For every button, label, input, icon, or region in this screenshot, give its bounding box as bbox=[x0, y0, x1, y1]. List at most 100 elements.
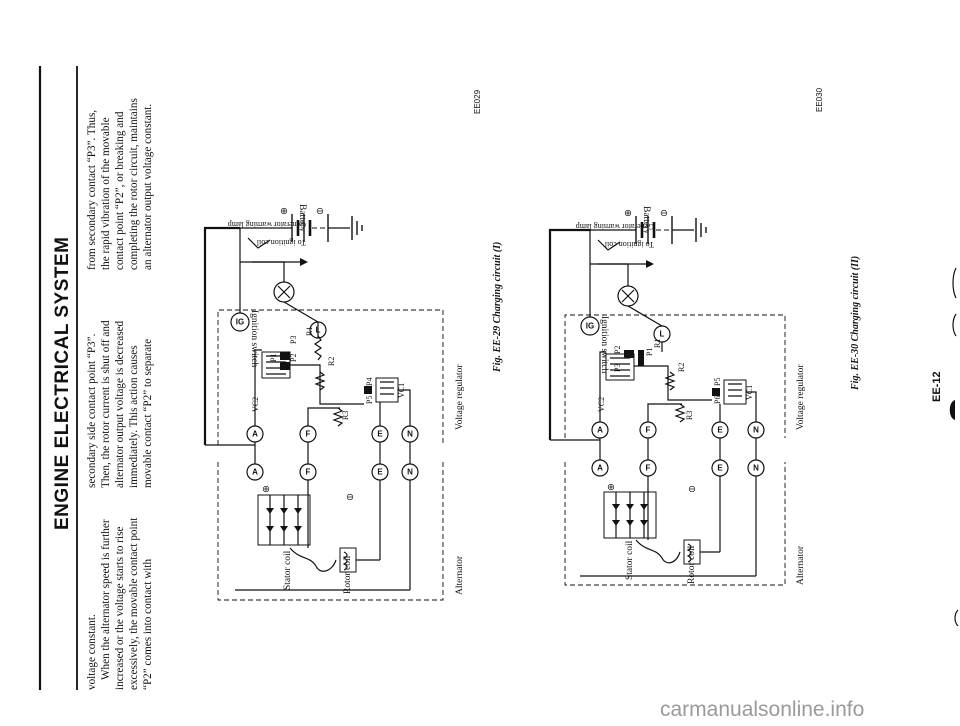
terminal-label: F bbox=[646, 464, 651, 473]
text-line: from secondary contact “P3”. Thus, bbox=[86, 110, 98, 270]
figure-charging-circuit-1: A F E N A F E N IG L ⊕ bbox=[203, 89, 503, 601]
coil-winding bbox=[380, 381, 394, 395]
plus-symbol: ⊕ bbox=[262, 485, 270, 495]
voltage-regulator-label: Voltage regulator bbox=[455, 364, 465, 430]
battery-label: Battery bbox=[297, 204, 307, 232]
figure-charging-circuit-2: A F E N A F E N IG L ⊕ ⊖ bbox=[548, 87, 861, 586]
binding-mark bbox=[952, 267, 957, 299]
alternator-label: Alternator bbox=[796, 545, 806, 585]
to-ignition-coil-label: To ignition coil bbox=[604, 240, 654, 249]
diode-icon bbox=[294, 508, 302, 514]
binding-mark bbox=[954, 609, 959, 627]
terminal-a-alternator bbox=[246, 463, 264, 481]
page-number: EE-12 bbox=[931, 371, 943, 402]
text-column-2: secondary side contact point “P3”. Then,… bbox=[86, 320, 154, 488]
resistor-r3 bbox=[674, 403, 686, 423]
regulator-outline bbox=[217, 309, 444, 445]
warning-lamp-label: Generator warning lamp bbox=[228, 220, 306, 229]
terminal-label: F bbox=[306, 468, 311, 477]
stator-diode-bridge: ⊕ ⊖ bbox=[257, 485, 354, 546]
terminal-label: E bbox=[717, 426, 723, 435]
alternator-label: Alternator bbox=[455, 555, 465, 595]
coil-winding bbox=[728, 383, 742, 397]
main-charge-wire bbox=[548, 228, 590, 440]
terminal-label: F bbox=[646, 426, 651, 435]
part-label: P2 bbox=[289, 354, 298, 362]
resistor-r1 bbox=[313, 335, 323, 361]
ignition-switch-label: Ignition switch bbox=[249, 310, 259, 368]
figure-caption: Fig. EE-29 Charging circuit (I) bbox=[492, 242, 503, 373]
figure-caption: Fig. EE-30 Charging circuit (II) bbox=[850, 256, 861, 391]
footer-watermark: carmanualsonline.info bbox=[660, 698, 864, 721]
diode-icon bbox=[266, 526, 274, 532]
battery-minus-icon: ⊖ bbox=[316, 207, 324, 217]
voltage-regulator-label: Voltage regulator bbox=[796, 364, 806, 430]
part-label: R1 bbox=[305, 327, 314, 336]
contact-point bbox=[638, 350, 644, 366]
diode-icon bbox=[640, 520, 648, 526]
text-line: Then, the rotor current is shut off and bbox=[100, 320, 112, 488]
terminal-label: E bbox=[717, 464, 723, 473]
binding-mark bbox=[952, 313, 957, 337]
text-line: increased or the voltage starts to rise bbox=[114, 527, 126, 690]
regulator-wiring bbox=[599, 342, 712, 422]
part-label: P5 bbox=[365, 396, 374, 404]
stator-diode-bridge: ⊕ ⊖ bbox=[603, 483, 696, 539]
diode-icon bbox=[626, 504, 634, 510]
terminal-label: N bbox=[753, 464, 759, 473]
part-label: R3 bbox=[685, 411, 694, 420]
text-line: movable contact “P2” to separate bbox=[142, 339, 154, 488]
text-line: contact point “P2”, or breaking and bbox=[114, 111, 126, 270]
text-line: “P2” comes into contact with bbox=[142, 558, 154, 690]
regulator-wiring bbox=[254, 322, 364, 426]
part-label: P3 bbox=[613, 364, 622, 372]
ignition-switch bbox=[597, 239, 621, 251]
regulator-wiring bbox=[647, 391, 757, 422]
stator-coil-label: Stator coil bbox=[625, 540, 635, 580]
text-line: immediately. This action causes bbox=[128, 345, 140, 488]
terminal-label: N bbox=[753, 426, 759, 435]
resistor-r3 bbox=[332, 407, 344, 427]
diode-icon bbox=[294, 526, 302, 532]
text-line: When the alternator speed is further bbox=[100, 519, 112, 680]
stator-coil-label: Stator coil bbox=[283, 550, 293, 590]
diode-icon bbox=[626, 520, 634, 526]
resistor-r2 bbox=[664, 371, 676, 391]
text-line: completing the rotor circuit, maintains bbox=[128, 98, 140, 270]
part-label: R3 bbox=[341, 411, 350, 420]
contact-point bbox=[280, 362, 290, 370]
terminal-label: N bbox=[407, 430, 413, 439]
text-line: excessively, the movable contact point bbox=[128, 517, 140, 690]
page-heading: ENGINE ELECTRICAL SYSTEM bbox=[52, 236, 73, 530]
coil-winding bbox=[610, 357, 630, 377]
contact-point bbox=[624, 350, 634, 358]
alternator-outline bbox=[564, 462, 786, 586]
contact-point bbox=[364, 386, 372, 394]
battery: ⊕ ⊖ Battery bbox=[240, 204, 363, 242]
diode-icon bbox=[612, 504, 620, 510]
terminal-label: A bbox=[597, 464, 603, 473]
terminal-label: A bbox=[252, 468, 258, 477]
arrow-icon bbox=[300, 258, 308, 266]
contact-point bbox=[712, 388, 720, 396]
battery-minus-icon: ⊖ bbox=[660, 209, 668, 219]
lamp-cross-icon bbox=[621, 289, 635, 303]
battery-plus-icon: ⊕ bbox=[624, 209, 632, 219]
arrow-icon bbox=[646, 260, 654, 268]
rotor-coil-label: Rotor coil bbox=[343, 555, 353, 594]
regulator-internals: VC2 VC1 P3 P2 P1 R1 P5 P6 R2 R3 bbox=[597, 339, 757, 423]
regulator-outline bbox=[564, 314, 786, 438]
text-column-3: from secondary contact “P3”. Thus, the r… bbox=[86, 98, 154, 270]
diode-icon bbox=[612, 520, 620, 526]
part-label: P1 bbox=[269, 354, 278, 362]
regulator-wiring bbox=[307, 389, 411, 426]
text-line: alternator output voltage is decreased bbox=[114, 320, 126, 488]
text-line: voltage constant. bbox=[86, 614, 98, 690]
text-line: secondary side contact point “P3”. bbox=[86, 333, 98, 488]
part-label: P6 bbox=[713, 396, 722, 404]
stator-coil bbox=[635, 539, 681, 564]
rotor-coil-label: Rotor coil bbox=[687, 545, 697, 584]
contact-point bbox=[280, 352, 290, 360]
part-label: R2 bbox=[327, 357, 336, 366]
